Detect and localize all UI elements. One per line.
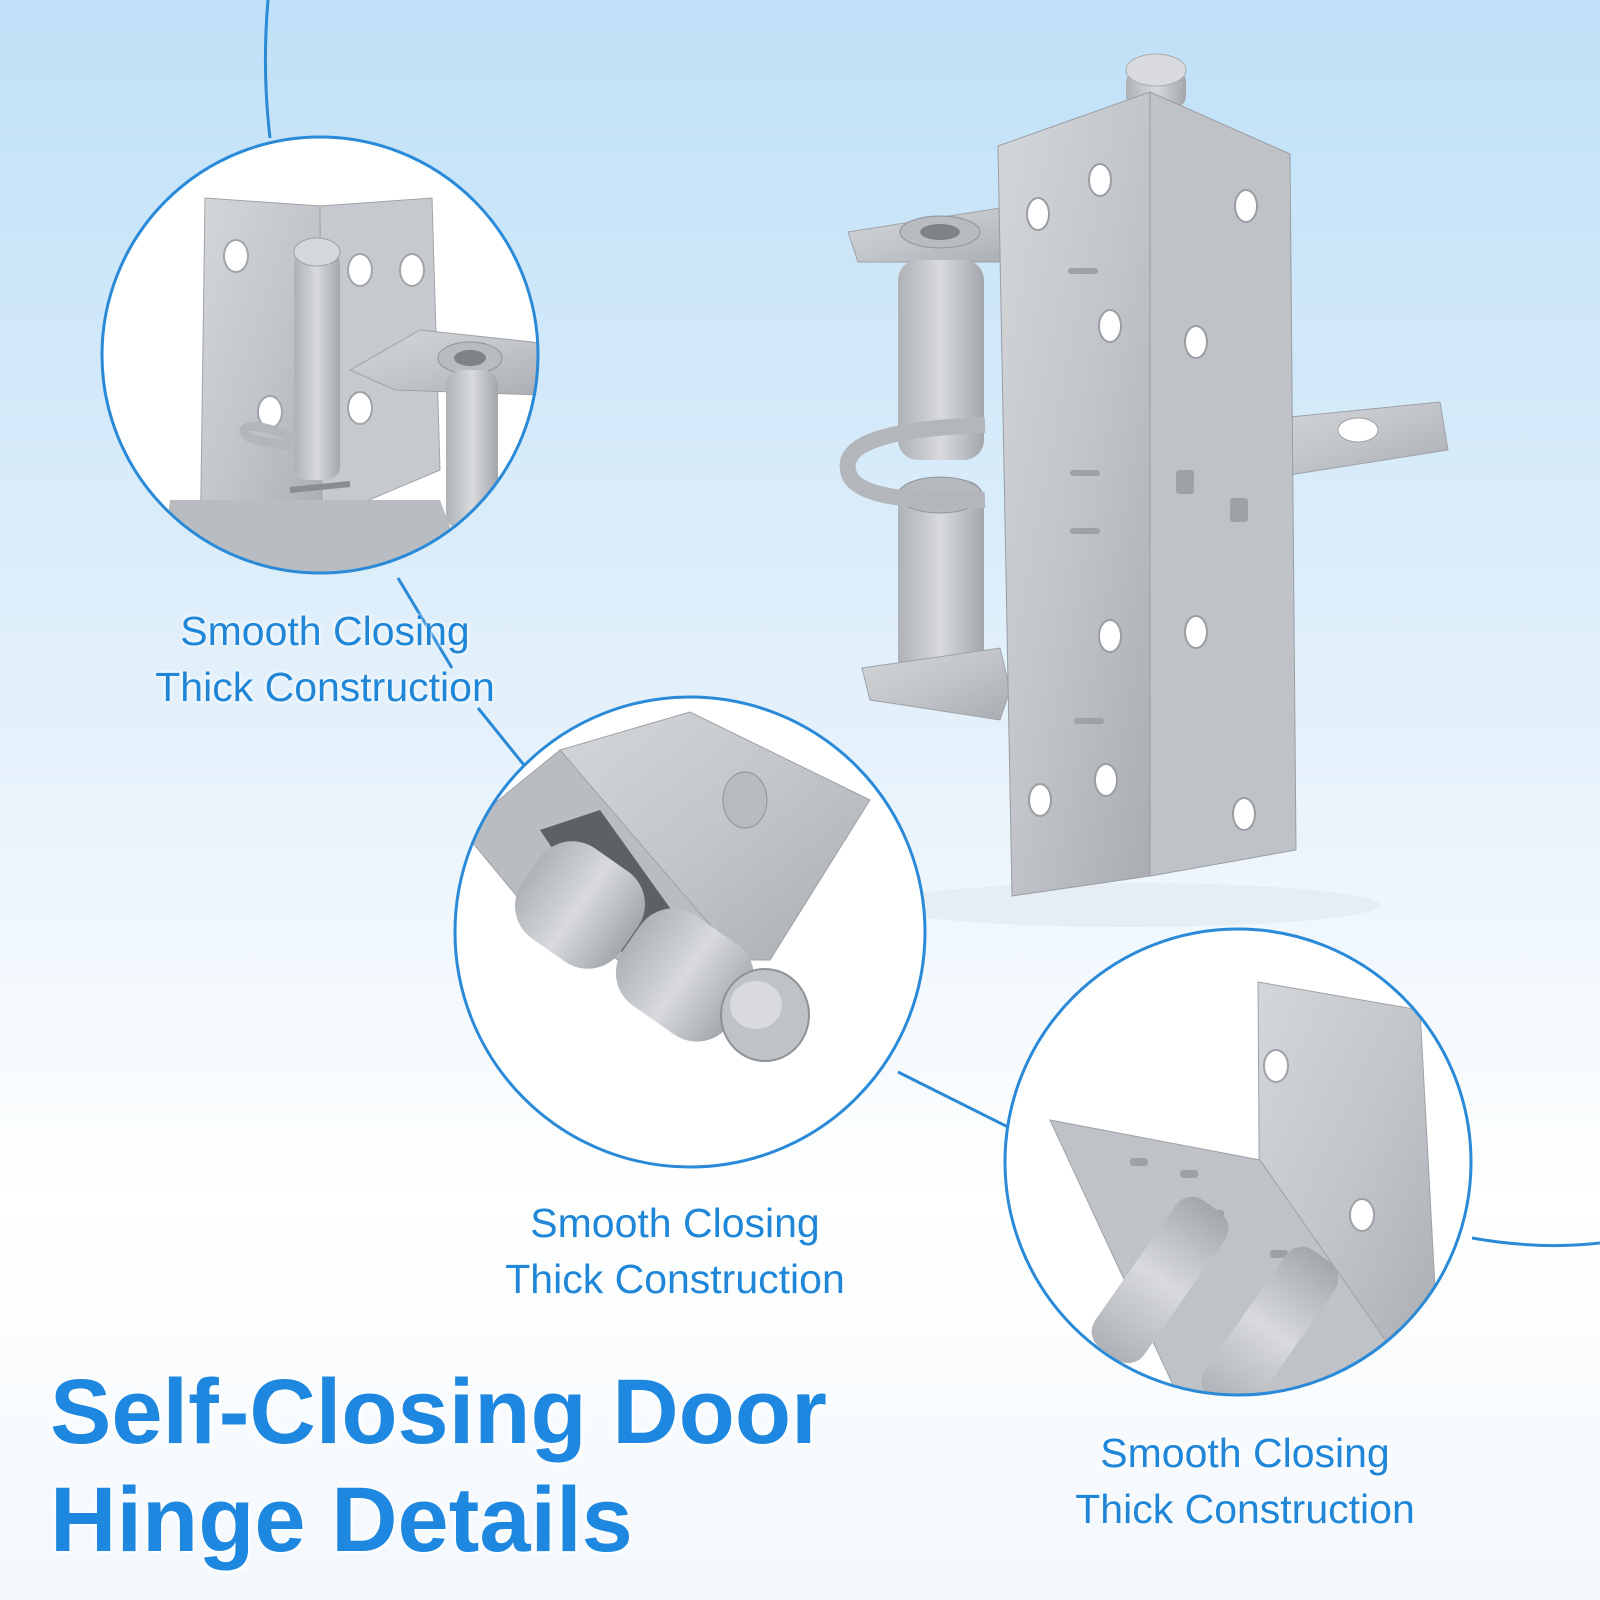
callout-3-line-2: Thick Construction: [1075, 1486, 1415, 1532]
callout-2-line-1: Smooth Closing: [530, 1200, 820, 1246]
detail-circle-middle: [453, 695, 927, 1169]
callout-caption-2: Smooth Closing Thick Construction: [470, 1195, 880, 1307]
main-hinge-image: [839, 53, 1449, 927]
callout-1-line-2: Thick Construction: [155, 664, 495, 710]
connector-line-right: [1471, 1236, 1600, 1248]
connector-line-2: [476, 707, 530, 771]
connector-line-3: [897, 1070, 1019, 1134]
callout-1-line-1: Smooth Closing: [180, 608, 470, 654]
detail-circle-top: [100, 135, 540, 575]
callout-3-line-1: Smooth Closing: [1100, 1430, 1390, 1476]
callout-2-line-2: Thick Construction: [505, 1256, 845, 1302]
headline: Self-Closing Door Hinge Details: [50, 1358, 950, 1574]
connector-line-top: [263, 0, 272, 139]
callout-caption-1: Smooth Closing Thick Construction: [130, 603, 520, 715]
headline-line-2: Hinge Details: [50, 1469, 633, 1571]
headline-line-1: Self-Closing Door: [50, 1361, 827, 1463]
detail-circle-bottom: [1003, 927, 1473, 1397]
connector-line-1: [396, 577, 454, 669]
callout-caption-3: Smooth Closing Thick Construction: [1040, 1425, 1450, 1537]
connector-lines: [263, 0, 1600, 1248]
